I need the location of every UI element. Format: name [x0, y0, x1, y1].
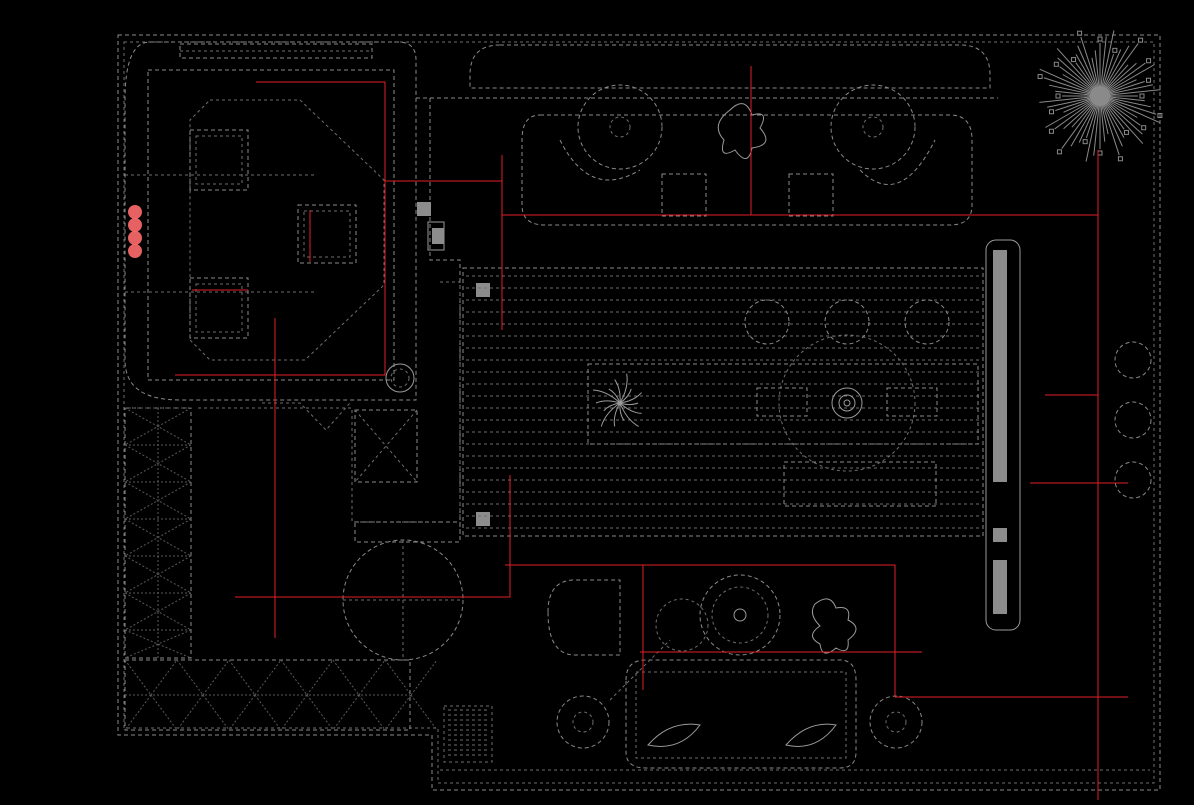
main-deck	[462, 267, 984, 537]
fountain-icon	[831, 387, 863, 419]
annotation-lines	[175, 66, 1128, 800]
left-hatched-deck	[124, 407, 438, 731]
armchair-2	[189, 277, 249, 339]
site-boundary	[117, 34, 1161, 791]
shrub-symbol-icon	[1114, 341, 1152, 499]
red-marker-icon	[128, 205, 142, 258]
tree-symbol-icon	[592, 373, 642, 427]
left-building-outline	[124, 41, 417, 401]
large-tree-canopy	[1037, 30, 1163, 162]
corridor	[385, 97, 998, 540]
right-wall-bar	[985, 239, 1021, 631]
top-lounge-area	[469, 44, 991, 226]
lower-garden	[443, 574, 923, 769]
armchair-3	[297, 204, 357, 264]
armchair-1	[189, 129, 249, 191]
central-court	[198, 402, 464, 661]
